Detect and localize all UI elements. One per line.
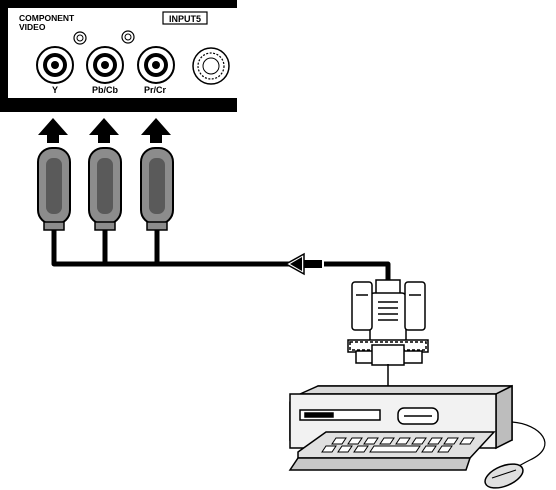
jack-label-y: Y xyxy=(52,85,58,95)
rca-plug-pb xyxy=(88,147,122,231)
left-arrow-icon xyxy=(284,252,324,276)
mouse-icon xyxy=(484,463,524,489)
input-badge-box xyxy=(162,11,208,25)
round-jack-icon xyxy=(192,47,230,85)
jack-label-pb: Pb/Cb xyxy=(92,85,119,95)
jack-label-pr: Pr/Cr xyxy=(144,85,167,95)
keyboard-icon xyxy=(288,431,496,471)
jack-y xyxy=(36,46,74,84)
vga-connector-icon xyxy=(347,279,429,366)
screw-icon xyxy=(121,30,135,44)
input-badge: INPUT5 xyxy=(169,14,201,24)
rear-panel: COMPONENT VIDEO INPUT5 xyxy=(0,0,237,112)
up-arrow-icon xyxy=(38,118,68,143)
video-label: VIDEO xyxy=(19,22,46,32)
rca-plug-pr xyxy=(140,147,174,231)
rca-plug-y xyxy=(37,147,71,231)
jack-pr xyxy=(137,46,175,84)
jack-pb xyxy=(86,46,124,84)
up-arrow-icon xyxy=(141,118,171,143)
up-arrow-icon xyxy=(89,118,119,143)
cable xyxy=(51,230,391,282)
component-label: COMPONENT xyxy=(19,13,75,23)
screw-icon xyxy=(73,31,87,45)
